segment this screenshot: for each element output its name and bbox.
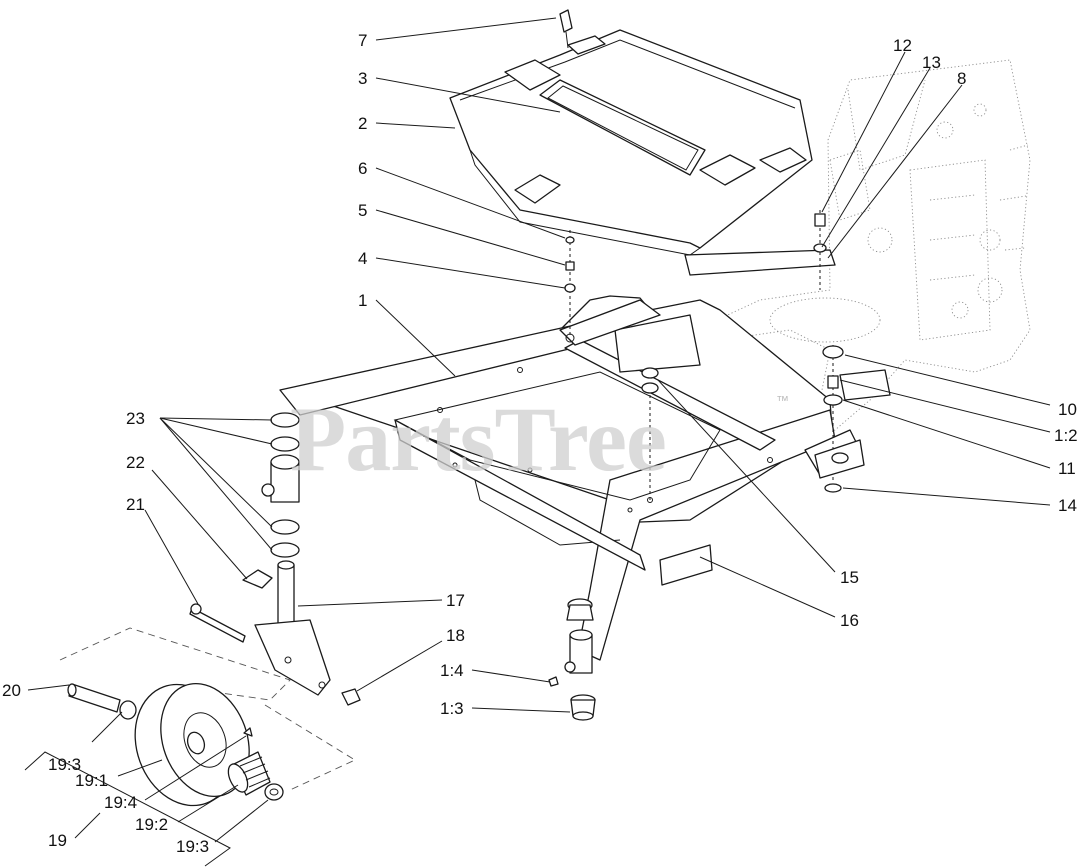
floor-pan [449,29,813,256]
callout-20: 20 [2,681,21,700]
washers-15 [641,367,659,500]
callout-1: 1 [358,291,367,310]
watermark: PartsTree [290,388,666,490]
left-caster-assembly [189,412,361,706]
bolt-7 [559,9,573,49]
callout-6: 6 [358,159,367,178]
callout-19-3a: 19:3 [48,755,81,774]
wheel-assembly [24,627,356,867]
callout-19-4: 19:4 [104,793,137,812]
callout-23: 23 [126,409,145,428]
callout-5: 5 [358,201,367,220]
leader-lines [27,17,1051,843]
callout-4: 4 [358,249,367,268]
callout-10: 10 [1058,400,1077,419]
callout-13: 13 [922,53,941,72]
callout-1-3: 1:3 [440,699,464,718]
callout-18: 18 [446,626,465,645]
callout-21: 21 [126,495,145,514]
right-hardware [813,210,865,493]
callout-3: 3 [358,69,367,88]
main-frame [279,249,891,661]
callout-12: 12 [893,36,912,55]
callout-17: 17 [446,591,465,610]
callout-2: 2 [358,114,367,133]
callout-1-2: 1:2 [1054,426,1078,445]
callout-11: 11 [1058,459,1076,478]
callout-15: 15 [840,568,859,587]
right-caster-assembly [548,598,596,721]
callout-8: 8 [957,69,966,88]
callout-7: 7 [358,31,367,50]
callout-19-3b: 19:3 [176,837,209,856]
callout-19-1: 19:1 [75,771,108,790]
callout-22: 22 [126,453,145,472]
callout-labels: 7 3 2 6 5 4 1 12 13 8 10 1:2 11 14 15 16… [2,31,1078,856]
callout-19: 19 [48,831,67,850]
callout-14: 14 [1058,496,1077,515]
callout-16: 16 [840,611,859,630]
callout-19-2: 19:2 [135,815,168,834]
callout-1-4: 1:4 [440,661,464,680]
watermark-trademark: ™ [776,393,789,408]
